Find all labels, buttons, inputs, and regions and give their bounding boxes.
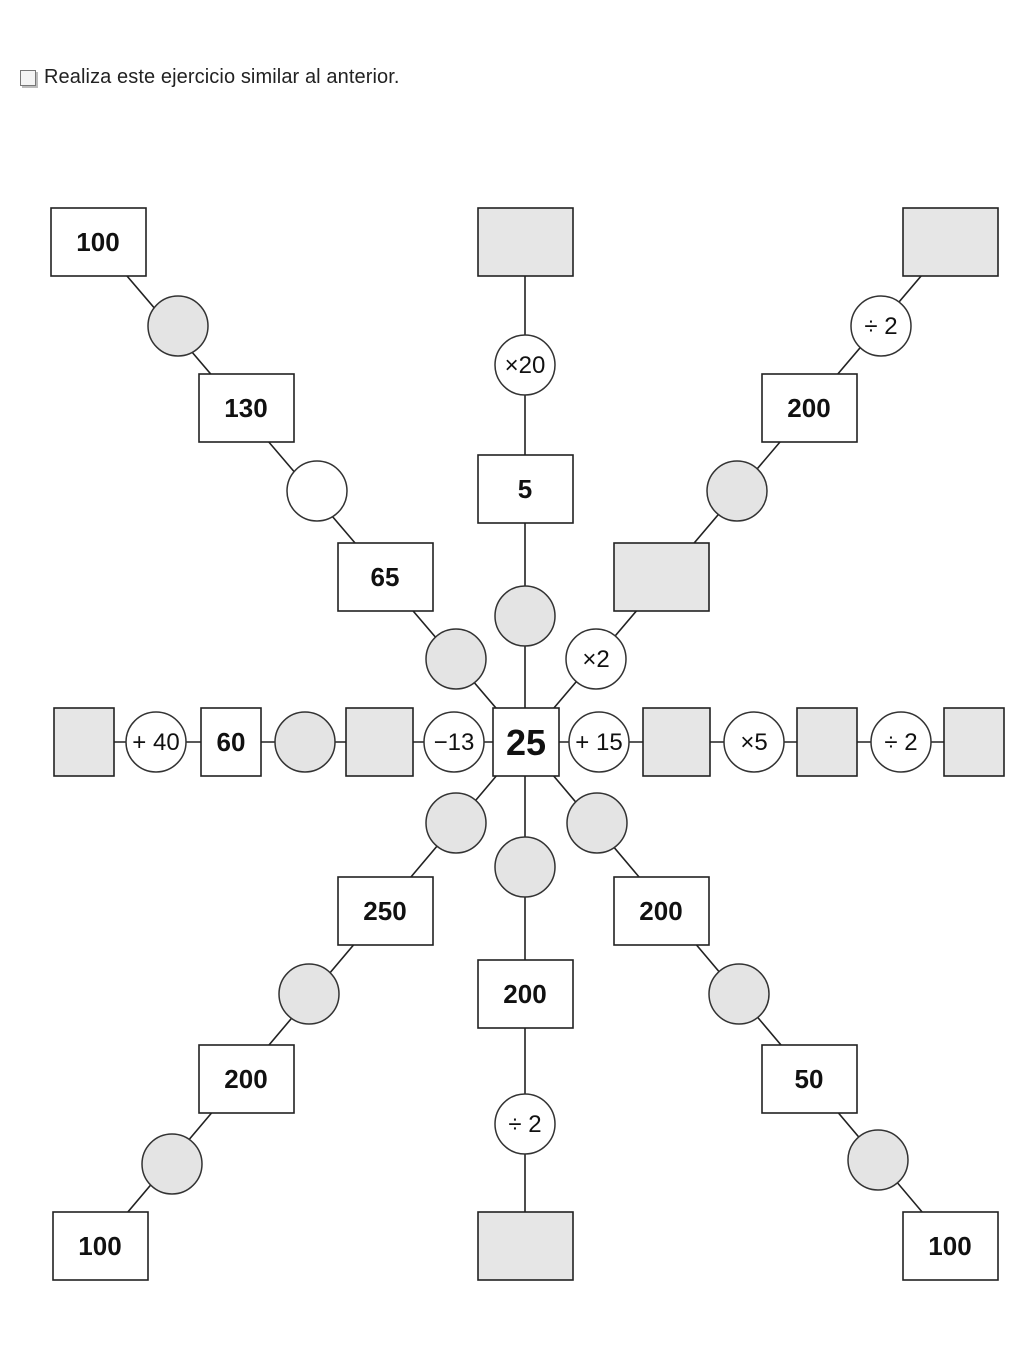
bottom-arm: 200 ÷ 2 — [477, 836, 574, 1281]
top-right-arm: ÷ 2 200 ×2 — [565, 207, 999, 690]
box-left-2-value: 60 — [217, 727, 246, 757]
op-top-right-a-label: ×2 — [582, 646, 609, 673]
op-bottom-b-label: ÷ 2 — [508, 1111, 541, 1138]
op-left-a-label: −13 — [434, 729, 475, 756]
box-bottom-right-3-value: 100 — [928, 1231, 971, 1261]
box-bottom-left-2-value: 200 — [224, 1064, 267, 1094]
box-top-left-3 — [337, 542, 434, 612]
box-bottom-1-value: 200 — [503, 979, 546, 1009]
op-bottom-left-b[interactable] — [278, 963, 340, 1025]
op-top-right-c-label: ÷ 2 — [864, 313, 897, 340]
op-right-a-label: + 15 — [575, 729, 622, 756]
box-top-2 — [477, 454, 574, 524]
box-top-right-2-value: 200 — [787, 393, 830, 423]
checkbox-icon[interactable] — [20, 69, 36, 86]
left-arm: + 40 60 −13 — [53, 707, 485, 777]
box-top-right-2 — [761, 373, 858, 443]
op-bottom-left-c[interactable] — [141, 1133, 203, 1195]
op-right-a — [568, 711, 630, 773]
box-bottom-left-3-value: 100 — [78, 1231, 121, 1261]
op-bottom-a[interactable] — [494, 836, 556, 898]
op-bottom-right-a[interactable] — [566, 792, 628, 854]
box-right-3[interactable] — [943, 707, 1005, 777]
top-arm: ×20 5 — [477, 207, 574, 647]
op-left-a — [423, 711, 485, 773]
box-top-left-2-value: 130 — [224, 393, 267, 423]
box-top-left-2 — [198, 373, 295, 443]
box-top-left-1-value: 100 — [76, 227, 119, 257]
box-bottom-left-1-value: 250 — [363, 896, 406, 926]
op-top-right-c — [850, 295, 912, 357]
box-left-2 — [200, 707, 262, 777]
op-right-b-label: ×5 — [740, 729, 767, 756]
op-right-b — [723, 711, 785, 773]
op-left-c — [125, 711, 187, 773]
box-top-2-value: 5 — [518, 474, 532, 504]
box-top-left-3-value: 65 — [371, 562, 400, 592]
bottom-right-arm: 200 50 100 — [566, 792, 999, 1281]
box-bottom-right-1 — [613, 876, 710, 946]
box-bottom-right-2-value: 50 — [795, 1064, 824, 1094]
op-top-right-a — [565, 628, 627, 690]
op-top-b-label: ×20 — [505, 352, 546, 379]
box-right-2[interactable] — [796, 707, 858, 777]
box-top-left-1 — [50, 207, 147, 277]
op-bottom-right-c[interactable] — [847, 1129, 909, 1191]
center-box — [492, 707, 560, 777]
top-left-arm: 100 130 65 — [50, 207, 487, 690]
op-top-a[interactable] — [494, 585, 556, 647]
box-bottom-right-1-value: 200 — [639, 896, 682, 926]
box-bottom-1 — [477, 959, 574, 1029]
right-arm: + 15 ×5 ÷ 2 — [568, 707, 1005, 777]
center-value: 25 — [506, 722, 546, 763]
box-bottom-left-2 — [198, 1044, 295, 1114]
op-bottom-left-a[interactable] — [425, 792, 487, 854]
box-bottom-right-2 — [761, 1044, 858, 1114]
box-top-right-3[interactable] — [613, 542, 710, 612]
box-bottom-2[interactable] — [477, 1211, 574, 1281]
op-top-left-a[interactable] — [425, 628, 487, 690]
box-bottom-left-3 — [52, 1211, 149, 1281]
box-left-3[interactable] — [345, 707, 414, 777]
instruction: Realiza este ejercicio similar al anteri… — [20, 66, 400, 89]
op-bottom-b — [494, 1093, 556, 1155]
box-top-1[interactable] — [477, 207, 574, 277]
instruction-text: Realiza este ejercicio similar al anteri… — [44, 66, 400, 88]
op-top-left-b[interactable] — [286, 460, 348, 522]
box-bottom-right-3 — [902, 1211, 999, 1281]
op-top-b — [494, 334, 556, 396]
box-left-1[interactable] — [53, 707, 115, 777]
op-top-left-c[interactable] — [147, 295, 209, 357]
box-top-right-1[interactable] — [902, 207, 999, 277]
op-left-c-label: + 40 — [132, 729, 179, 756]
box-bottom-left-1 — [337, 876, 434, 946]
op-right-c-label: ÷ 2 — [884, 729, 917, 756]
op-left-b[interactable] — [274, 711, 336, 773]
center-node: 25 — [492, 707, 560, 777]
bottom-left-arm: 250 200 100 — [52, 792, 487, 1281]
op-top-right-b[interactable] — [706, 460, 768, 522]
op-right-c — [870, 711, 932, 773]
op-bottom-right-b[interactable] — [708, 963, 770, 1025]
box-right-1[interactable] — [642, 707, 711, 777]
